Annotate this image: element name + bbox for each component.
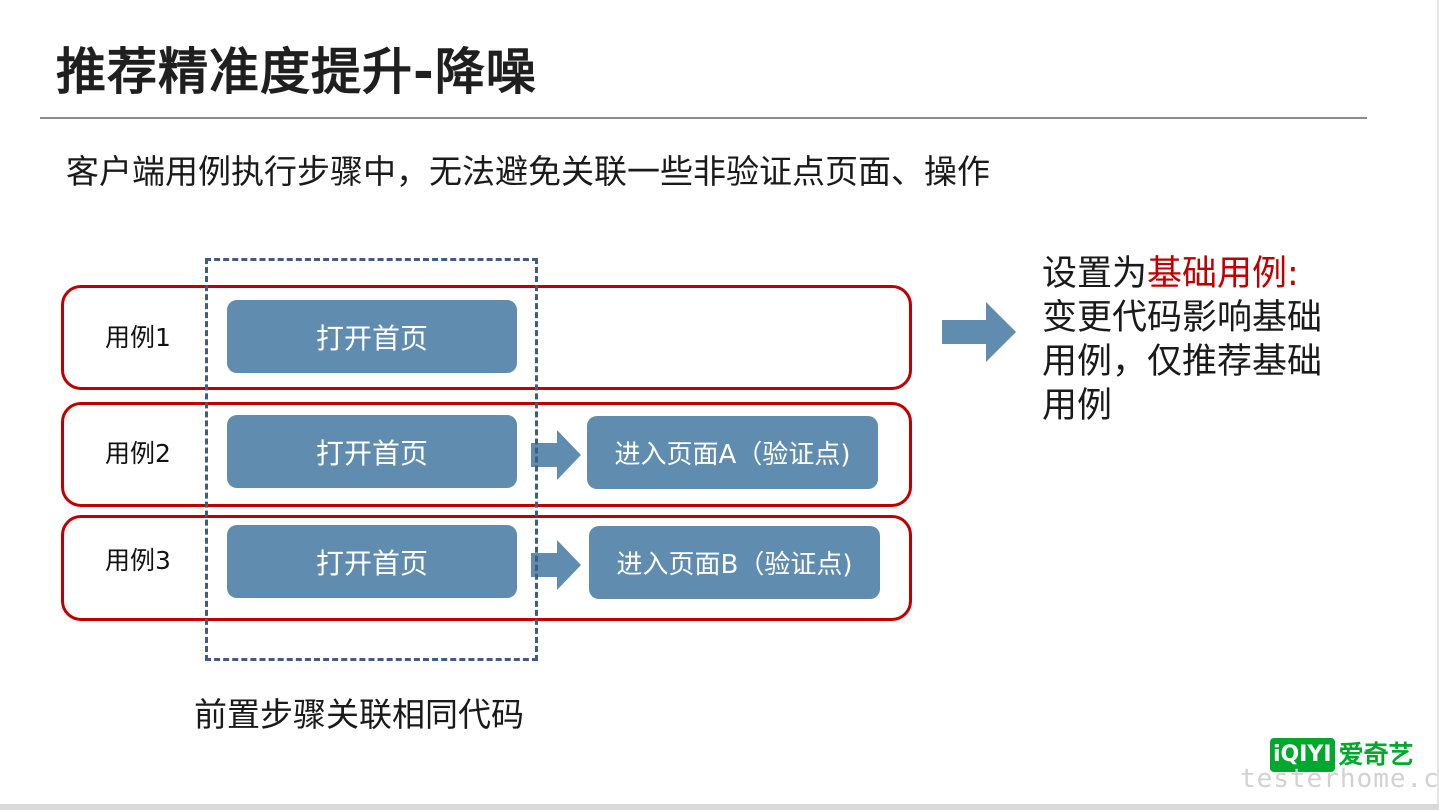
- arrow-right-icon: [942, 302, 1016, 362]
- case-label-2: 用例2: [105, 439, 171, 468]
- case-3-step-enter-page-b: 进入页面B（验证点): [589, 526, 880, 599]
- case-row-3: [61, 515, 912, 621]
- case-row-2: [61, 402, 912, 507]
- iqiyi-logo: iQIYI 爱奇艺: [1270, 738, 1414, 772]
- case-label-3: 用例3: [105, 546, 171, 575]
- note-prefix: 设置为: [1042, 254, 1148, 294]
- case-2-step-open-home: 打开首页: [227, 415, 517, 488]
- frame-edge-right: [1437, 0, 1439, 810]
- case-label-1: 用例1: [105, 323, 171, 352]
- title-divider: [40, 117, 1367, 119]
- note-body: 变更代码影响基础用例，仅推荐基础用例: [1042, 298, 1323, 426]
- iqiyi-logo-mark: iQIYI: [1270, 738, 1335, 772]
- case-1-step-open-home: 打开首页: [227, 300, 517, 373]
- watermark: testerhome.com: [1240, 764, 1439, 794]
- case-3-step-open-home: 打开首页: [227, 525, 517, 598]
- slide-subtitle: 客户端用例执行步骤中，无法避免关联一些非验证点页面、操作: [66, 152, 990, 191]
- arrow-right-icon: [531, 540, 581, 590]
- logo-mark-text: iQIYI: [1270, 738, 1335, 772]
- base-case-note: 设置为基础用例: 变更代码影响基础用例，仅推荐基础用例: [1042, 252, 1342, 428]
- slide-title: 推荐精准度提升-降噪: [56, 43, 537, 101]
- logo-text: 爱奇艺: [1338, 740, 1414, 769]
- note-highlight: 基础用例: [1147, 254, 1288, 294]
- case-2-step-enter-page-a: 进入页面A（验证点): [587, 416, 878, 489]
- group-caption: 前置步骤关联相同代码: [194, 695, 524, 734]
- arrow-right-icon: [531, 430, 581, 480]
- frame-edge-bottom: [0, 804, 1439, 810]
- shared-prerequisite-group: [205, 258, 538, 661]
- note-colon: :: [1287, 254, 1299, 294]
- case-row-1: [61, 285, 912, 390]
